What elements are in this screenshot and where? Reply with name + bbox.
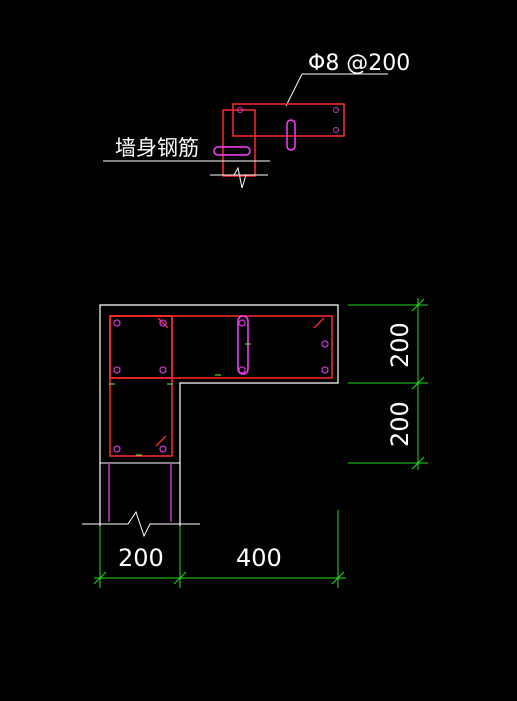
upper-stirrup-vertical bbox=[222, 109, 256, 177]
upper-tie-vertical bbox=[286, 119, 296, 151]
dimensions bbox=[93, 298, 428, 588]
dim-horizontal-right: 400 bbox=[236, 544, 282, 572]
l-section bbox=[82, 304, 339, 538]
dim-vertical-bottom: 200 bbox=[386, 401, 414, 447]
dim-vertical-top: 200 bbox=[386, 322, 414, 368]
tie-bar bbox=[237, 315, 249, 375]
dim-horizontal-left: 200 bbox=[118, 544, 164, 572]
wall-rebar-label: 墙身钢筋 bbox=[115, 136, 199, 160]
upper-detail: Φ8 @200 墙身钢筋 bbox=[103, 51, 410, 189]
rebar-spec-label: Φ8 @200 bbox=[308, 51, 410, 76]
section-outline bbox=[99, 304, 339, 526]
stirrup-vertical bbox=[109, 315, 173, 457]
upper-tie-horizontal bbox=[213, 146, 251, 156]
upper-stirrup-horizontal bbox=[232, 103, 345, 137]
